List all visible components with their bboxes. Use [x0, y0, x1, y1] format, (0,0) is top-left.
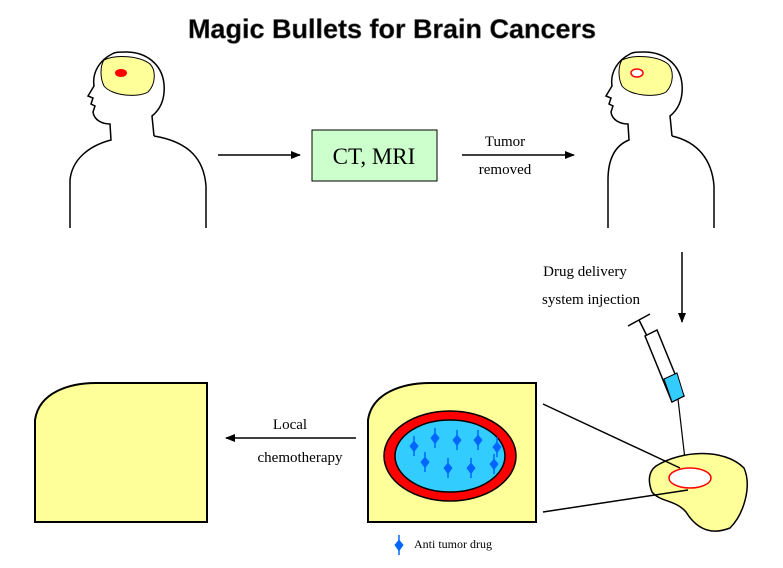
drug-legend-icon [393, 534, 405, 556]
brain-region [100, 56, 155, 96]
tumor-marker [115, 69, 127, 77]
drug-delivery-label-1: Drug delivery [543, 264, 627, 280]
legend: Anti tumor drug [393, 534, 492, 556]
page-title: Magic Bullets for Brain Cancers [188, 14, 596, 44]
brain-region-post [618, 56, 673, 96]
zoomed-implant-view [367, 382, 537, 523]
zoom-line-upper [542, 403, 681, 469]
resection-cavity-marker [630, 68, 644, 78]
implant-cavity [394, 419, 506, 493]
imaging-box: CT, MRI [311, 129, 438, 182]
drug-delivery-label-2: system injection [542, 292, 640, 308]
patient-with-tumor-figure [69, 51, 207, 228]
local-chemo-label-1: Local [273, 417, 307, 433]
brain-section [648, 452, 748, 532]
imaging-label: CT, MRI [333, 144, 416, 169]
syringe-icon [627, 313, 687, 469]
tumor-removed-label-2: removed [479, 162, 532, 178]
cavity-outline [668, 467, 712, 489]
zoom-line-lower [542, 489, 689, 513]
tumor-removed-label-1: Tumor [485, 134, 525, 150]
legend-label: Anti tumor drug [414, 537, 492, 551]
patient-after-surgery-figure [604, 51, 715, 228]
treated-brain-view [34, 382, 208, 523]
local-chemo-label-2: chemotherapy [258, 450, 343, 466]
